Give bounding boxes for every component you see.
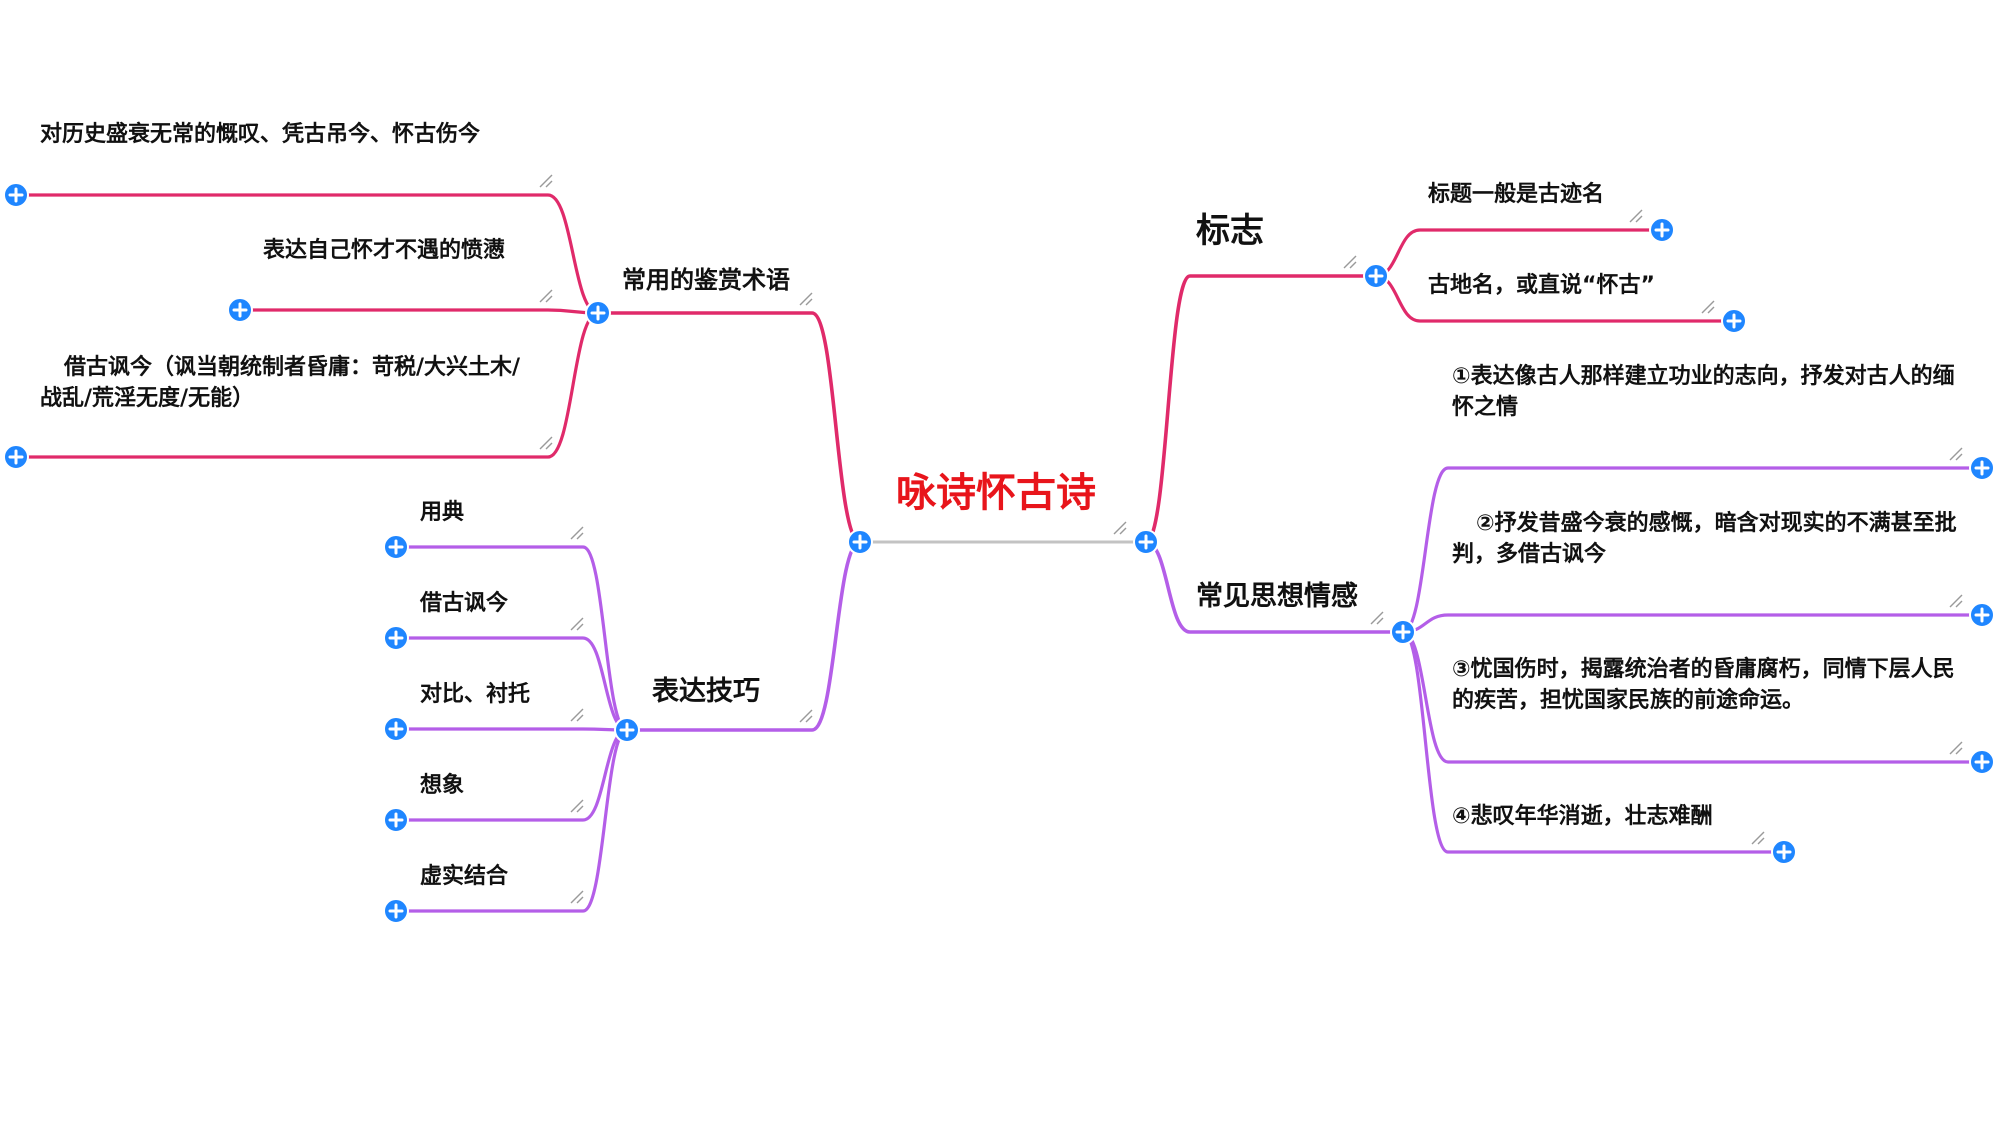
- resize-handles: [539, 174, 1963, 904]
- subtopic-unrecognized-talent[interactable]: 表达自己怀才不遇的愤懑: [263, 238, 506, 263]
- expand-button-plus-icon[interactable]: [227, 297, 253, 323]
- topic-signs[interactable]: 标志: [1196, 211, 1264, 251]
- resize-handle-icon[interactable]: [539, 174, 553, 188]
- expand-button-plus-icon[interactable]: [383, 534, 409, 560]
- resize-handle-icon[interactable]: [799, 292, 813, 306]
- expand-button-plus-icon[interactable]: [1649, 217, 1675, 243]
- resize-handle-icon[interactable]: [570, 617, 584, 631]
- subtopic-emotion-1[interactable]: ①表达像古人那样建立功业的志向，抒发对古人的缅怀之情: [1452, 364, 1955, 420]
- expand-button-plus-icon[interactable]: [1363, 263, 1389, 289]
- resize-handle-icon[interactable]: [799, 709, 813, 723]
- topic-expression-techniques[interactable]: 表达技巧: [652, 676, 760, 707]
- subtopic-imagination[interactable]: 想象: [420, 773, 465, 798]
- expand-button-plus-icon[interactable]: [383, 716, 409, 742]
- resize-handle-icon[interactable]: [1343, 255, 1357, 269]
- resize-handle-icon[interactable]: [1949, 594, 1963, 608]
- subtopic-title-site-name[interactable]: 标题一般是古迹名: [1428, 182, 1605, 207]
- resize-handle-icon[interactable]: [1701, 300, 1715, 314]
- subtopic-satirize-present-technique[interactable]: 借古讽今: [420, 591, 509, 616]
- expand-buttons: [3, 182, 1995, 924]
- root-topic[interactable]: 咏诗怀古诗: [896, 470, 1096, 516]
- resize-handle-icon[interactable]: [1370, 611, 1384, 625]
- expand-button-plus-icon[interactable]: [847, 529, 873, 555]
- expand-button-plus-icon[interactable]: [1969, 455, 1995, 481]
- expand-button-plus-icon[interactable]: [1969, 749, 1995, 775]
- expand-button-plus-icon[interactable]: [1390, 619, 1416, 645]
- connector-emotion-item: [1401, 613, 1984, 634]
- expand-button-plus-icon[interactable]: [1771, 839, 1797, 865]
- subtopic-ancient-place-name[interactable]: 古地名，或直说“怀古”: [1428, 273, 1655, 298]
- resize-handle-icon[interactable]: [570, 799, 584, 813]
- subtopic-emotion-2[interactable]: ②抒发昔盛今衰的感慨，暗含对现实的不满甚至批判，多借古讽今: [1452, 511, 1957, 567]
- subtopic-emotion-4[interactable]: ④悲叹年华消逝，壮志难酬: [1452, 804, 1713, 829]
- connector-appreciation-item: [238, 308, 600, 315]
- topic-common-emotions[interactable]: 常见思想情感: [1196, 581, 1358, 612]
- resize-handle-icon[interactable]: [1629, 209, 1643, 223]
- expand-button-plus-icon[interactable]: [3, 444, 29, 470]
- resize-handle-icon[interactable]: [1949, 741, 1963, 755]
- expand-button-plus-icon[interactable]: [585, 300, 611, 326]
- subtopic-emotion-3[interactable]: ③忧国伤时，揭露统治者的昏庸腐朽，同情下层人民的疾苦，担忧国家民族的前途命运。: [1452, 657, 1955, 713]
- expand-button-plus-icon[interactable]: [1721, 308, 1747, 334]
- subtopic-real-and-imagined[interactable]: 虚实结合: [420, 864, 509, 889]
- resize-handle-icon[interactable]: [539, 289, 553, 303]
- resize-handle-icon[interactable]: [539, 436, 553, 450]
- connector-emotion-item: [1401, 630, 1786, 854]
- resize-handle-icon[interactable]: [1949, 447, 1963, 461]
- connector-signs: [1144, 274, 1378, 544]
- subtopic-allusion[interactable]: 用典: [420, 500, 465, 525]
- expand-button-plus-icon[interactable]: [614, 717, 640, 743]
- resize-handle-icon[interactable]: [570, 708, 584, 722]
- expand-button-plus-icon[interactable]: [383, 807, 409, 833]
- resize-handle-icon[interactable]: [1751, 831, 1765, 845]
- topic-appreciation-terms[interactable]: 常用的鉴赏术语: [622, 266, 790, 294]
- subtopic-history-lament[interactable]: 对历史盛衰无常的慨叹、凭古吊今、怀古伤今: [40, 122, 481, 147]
- resize-handle-icon[interactable]: [1113, 521, 1127, 535]
- connector-technique-item: [394, 727, 629, 732]
- expand-button-plus-icon[interactable]: [1969, 602, 1995, 628]
- expand-button-plus-icon[interactable]: [1133, 529, 1159, 555]
- resize-handle-icon[interactable]: [570, 890, 584, 904]
- subtopic-satirize-present[interactable]: 借古讽今（讽当朝统制者昏庸：苛税/大兴土木/战乱/荒淫无度/无能）: [40, 355, 521, 411]
- subtopic-contrast-foil[interactable]: 对比、衬托: [420, 682, 531, 707]
- expand-button-plus-icon[interactable]: [383, 625, 409, 651]
- resize-handle-icon[interactable]: [570, 526, 584, 540]
- expand-button-plus-icon[interactable]: [383, 898, 409, 924]
- expand-button-plus-icon[interactable]: [3, 182, 29, 208]
- connector-appreciation-terms: [596, 311, 862, 544]
